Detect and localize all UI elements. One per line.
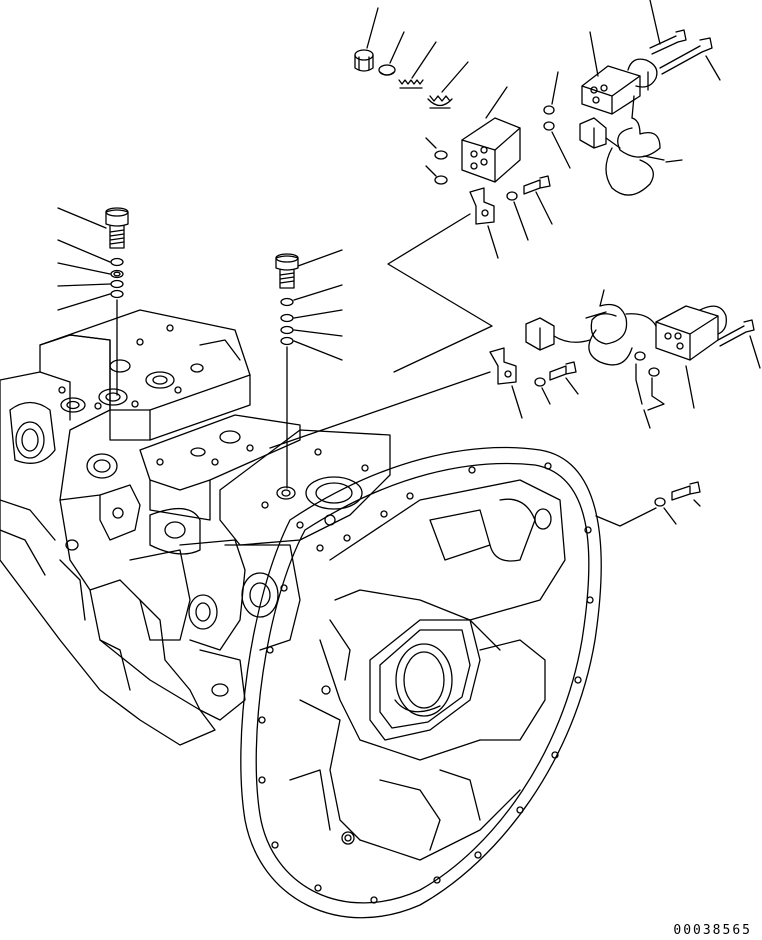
lower-bracket-group bbox=[490, 348, 578, 418]
connector-upper bbox=[580, 118, 606, 148]
hex-plug bbox=[355, 50, 373, 60]
valve-block-middle bbox=[140, 415, 300, 490]
long-bolt-3 bbox=[718, 320, 754, 346]
bolt-upper bbox=[524, 176, 550, 194]
pump-body bbox=[0, 310, 390, 745]
document-code: 00038565 bbox=[673, 923, 752, 938]
spring-1 bbox=[399, 80, 423, 88]
left-leader-lines bbox=[58, 208, 110, 310]
solenoid-valve-lower bbox=[656, 306, 760, 408]
solenoid-valve-upper bbox=[462, 118, 520, 182]
left-oring-1 bbox=[111, 259, 123, 266]
mounting-bracket-lower bbox=[490, 348, 516, 384]
housing-center-boss bbox=[370, 620, 480, 740]
housing-bolt-group bbox=[596, 482, 700, 526]
top-leader-lines bbox=[367, 8, 507, 118]
solenoid-upper-right bbox=[582, 0, 720, 114]
center-fitting-stack bbox=[276, 254, 298, 488]
long-bolt-1 bbox=[650, 30, 686, 54]
mounting-bracket-upper bbox=[470, 188, 494, 224]
center-oring-2 bbox=[281, 315, 293, 322]
left-oring-2 bbox=[111, 271, 123, 278]
connector-lower bbox=[526, 318, 554, 350]
housing-washer bbox=[655, 498, 665, 506]
left-fitting-stack bbox=[106, 208, 128, 395]
lower-small-orings bbox=[635, 352, 664, 428]
housing-flange-outer bbox=[241, 448, 601, 918]
upper-bracket-group bbox=[470, 176, 552, 258]
center-oring-1 bbox=[281, 299, 293, 306]
center-plug-bolt bbox=[276, 256, 298, 270]
bolt-lower bbox=[550, 362, 576, 380]
valve-block-main bbox=[220, 430, 390, 545]
bracket-reference-line bbox=[388, 214, 492, 372]
center-oring-4 bbox=[281, 338, 293, 345]
left-oring-3 bbox=[111, 281, 123, 288]
flywheel-housing bbox=[241, 448, 601, 918]
washer-lower bbox=[535, 378, 545, 386]
bracket-reference-line-lower bbox=[270, 372, 490, 448]
valve-block-upper bbox=[40, 310, 250, 410]
housing-flange-inner bbox=[256, 464, 589, 903]
housing-bolt bbox=[672, 482, 700, 500]
washer-upper bbox=[507, 192, 517, 200]
harness-upper bbox=[580, 96, 682, 195]
left-plug-bolt bbox=[106, 210, 128, 226]
upper-right-orings bbox=[544, 72, 570, 168]
harness-lower bbox=[526, 290, 656, 365]
upper-small-orings bbox=[426, 138, 447, 184]
center-leader-lines bbox=[294, 250, 342, 360]
pump-end-cover bbox=[0, 335, 215, 745]
top-plug-group bbox=[355, 50, 452, 108]
left-oring-4 bbox=[111, 291, 123, 298]
long-bolt-2 bbox=[660, 38, 712, 74]
spring-2 bbox=[428, 96, 452, 108]
flange-bolt-holes bbox=[259, 463, 593, 903]
center-oring-3 bbox=[281, 327, 293, 334]
